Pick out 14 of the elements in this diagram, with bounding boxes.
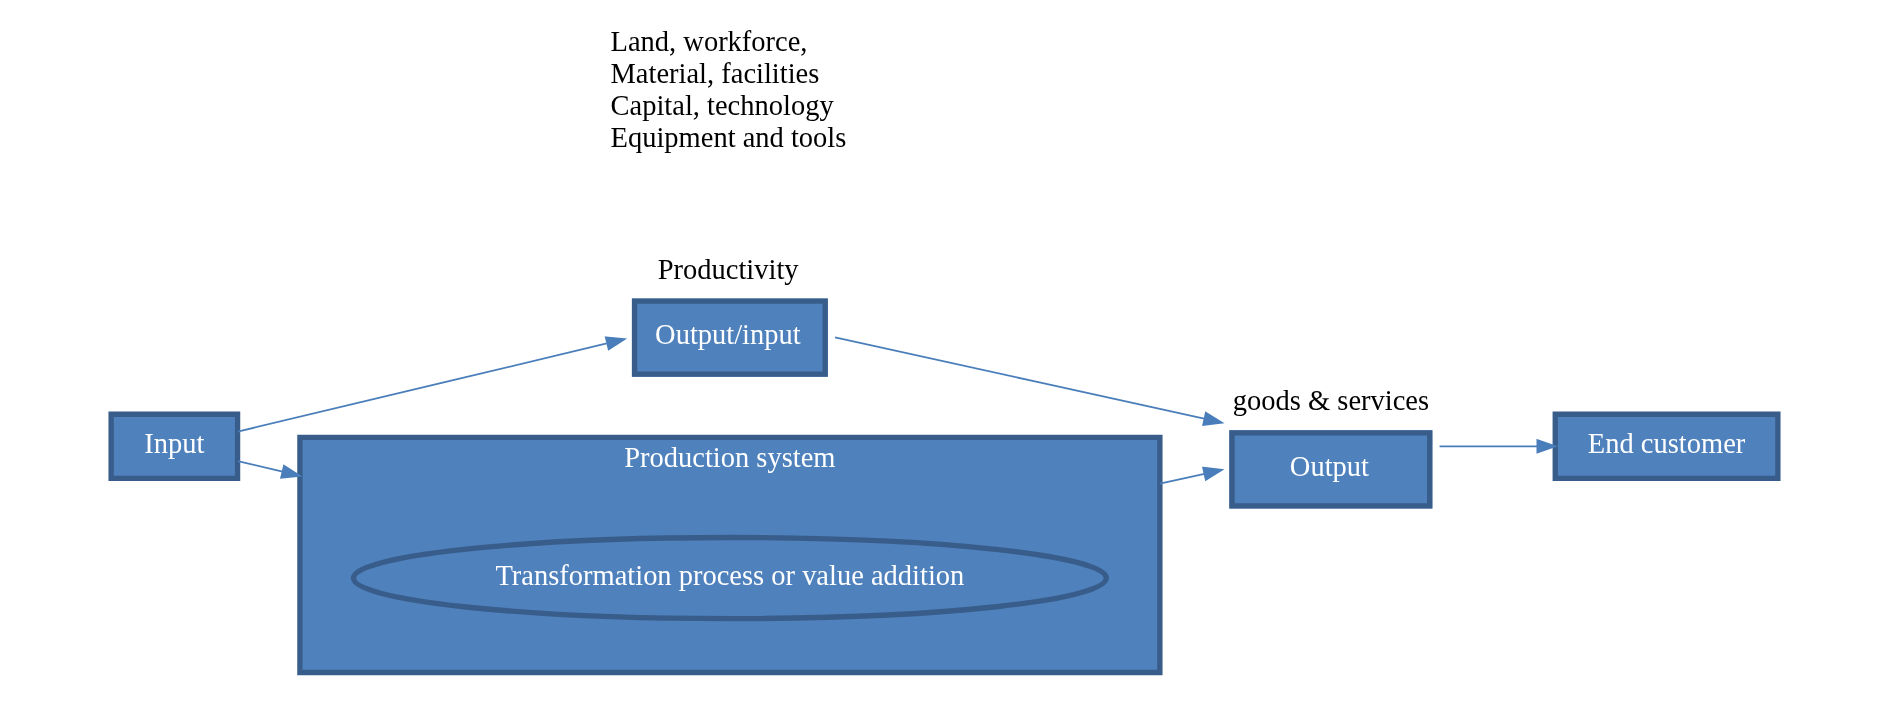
arrow	[1438, 438, 1558, 454]
node-label: Productivity	[657, 253, 799, 285]
label: Material, facilities	[610, 57, 819, 89]
node-label: goods & services	[1232, 385, 1429, 417]
arrow	[833, 336, 1225, 426]
arrow	[236, 336, 627, 433]
arrow	[236, 460, 303, 479]
node-box: End customer	[1552, 411, 1781, 481]
label: Equipment and tools	[610, 121, 846, 153]
label: Capital, technology	[610, 89, 834, 121]
node-ellipse: Transformation process or value addition	[350, 534, 1109, 622]
arrow	[1158, 466, 1225, 485]
label: Land, workforce,	[610, 25, 807, 57]
node-box: Input	[107, 411, 240, 481]
